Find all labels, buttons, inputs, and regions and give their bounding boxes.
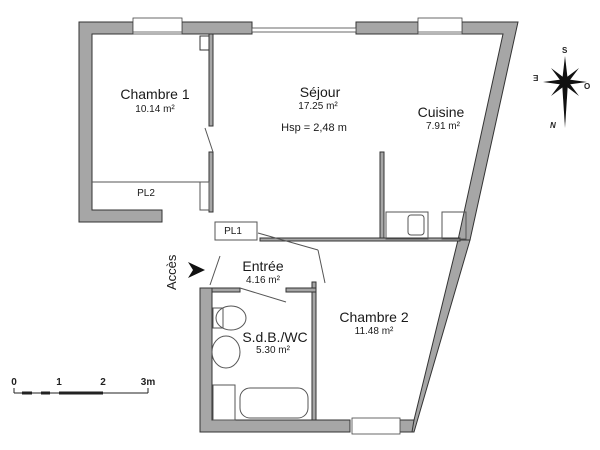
- bathtub: [239, 387, 309, 419]
- room-area-cuisine: 7.91 m²: [426, 121, 460, 132]
- bath-storage: [212, 384, 236, 421]
- toilet: [215, 305, 247, 331]
- wall-top-mid: [181, 21, 253, 35]
- scale-tick-1: 1: [56, 377, 62, 388]
- room-name-cuisine: Cuisine: [417, 104, 465, 120]
- room-area-entree: 4.16 m²: [246, 275, 280, 286]
- ceiling-height: Hsp = 2,48 m: [281, 122, 347, 134]
- room-area-chambre2: 11.48 m²: [354, 326, 394, 337]
- access-label: Accès: [164, 254, 179, 290]
- compass-o: O: [584, 82, 591, 91]
- closet-label-pl1: PL1: [224, 226, 242, 237]
- wall-sejour-chambre2: [259, 237, 461, 242]
- wall-sdb-chambre2: [311, 281, 317, 421]
- wall-cuisine-partition: [379, 151, 385, 241]
- access-arrow-icon: [188, 262, 205, 278]
- window-chambre2: [351, 417, 401, 435]
- closet-label-pl2: PL2: [137, 188, 155, 199]
- wall-right-slant: [397, 239, 471, 433]
- closet-pl1: [214, 221, 258, 241]
- compass-n: N: [550, 121, 556, 130]
- scale-tick-2: 2: [100, 377, 106, 388]
- wall-top-right1: [355, 21, 419, 35]
- kitchen-appliance: [441, 211, 467, 240]
- window-chambre1: [132, 17, 183, 35]
- compass-e: E: [533, 73, 539, 82]
- room-area-chambre1: 10.14 m²: [135, 104, 175, 115]
- room-area-sdb: 5.30 m²: [256, 345, 290, 356]
- room-name-chambre1: Chambre 1: [120, 86, 190, 102]
- wall-top-right2: [457, 21, 519, 241]
- washbasin: [211, 335, 241, 369]
- compass-s: S: [562, 46, 568, 55]
- kitchen-sink: [385, 211, 429, 240]
- scale-tick-3: 3m: [140, 377, 156, 388]
- scale-tick-0: 0: [11, 377, 17, 388]
- room-name-sejour: Séjour: [299, 84, 341, 100]
- wall-ch1-sejour: [208, 33, 214, 127]
- window-cuisine: [417, 17, 463, 35]
- room-area-sejour: 17.25 m²: [298, 101, 338, 112]
- room-name-entree: Entrée: [242, 258, 284, 274]
- scale-bar: [13, 388, 149, 395]
- room-name-chambre2: Chambre 2: [339, 309, 409, 325]
- room-name-sdb: S.d.B./WC: [242, 329, 308, 345]
- window-sejour: [251, 27, 357, 33]
- compass-rose-icon: [543, 56, 587, 128]
